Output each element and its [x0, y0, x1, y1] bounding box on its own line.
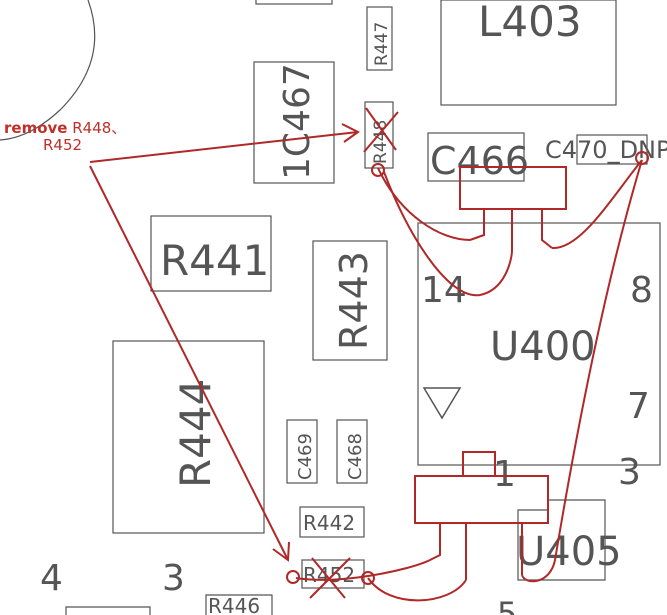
u400-pin1: 1 — [493, 454, 516, 495]
bottom-transistor-tab — [462, 451, 496, 477]
r443-label: R443 — [332, 251, 376, 350]
c470-box — [576, 134, 648, 165]
solder-point-r452-left — [286, 570, 300, 584]
r444-box — [112, 340, 265, 534]
top-partial-box — [255, 0, 333, 5]
pin1-triangle-icon — [422, 387, 462, 420]
wire-r448-to-mid-lead — [383, 171, 513, 297]
solder-point-c470 — [635, 151, 649, 165]
u400-pin3: 3 — [618, 452, 641, 493]
r447-box — [366, 6, 393, 71]
bottom-pin5: 5 — [497, 595, 517, 615]
r447-label: R447 — [372, 22, 392, 66]
r443-box — [312, 240, 388, 361]
remove-mark-r448-a — [365, 107, 397, 151]
annotation-line1-rest: R448、 — [67, 119, 126, 137]
r442-label: R442 — [303, 511, 355, 535]
rework-markup — [89, 107, 649, 602]
r452-label: R452 — [303, 563, 355, 587]
r444-label: R444 — [171, 379, 220, 488]
annotation-line1: remove R448、 — [4, 119, 126, 137]
c469-box — [286, 419, 318, 484]
remove-mark-r452-b — [309, 557, 351, 599]
arrow-head-r452 — [272, 541, 290, 562]
wire-c470-to-right-lead — [551, 159, 643, 250]
bottom-pin3: 3 — [162, 558, 185, 599]
remove-mark-r452-a — [311, 557, 346, 599]
c469-label: C469 — [295, 433, 316, 480]
arrow-head-r448 — [341, 123, 360, 143]
solder-point-r452-right — [361, 571, 375, 585]
remove-mark-r448-b — [363, 111, 399, 153]
annotation-line2: R452 — [43, 136, 82, 154]
top-transistor-lead-left — [469, 209, 485, 241]
top-transistor-lead-right — [541, 209, 553, 249]
solder-point-r448 — [371, 163, 385, 177]
r441-label: R441 — [160, 236, 269, 285]
u400-label: U400 — [490, 324, 596, 370]
r446-label: R446 — [208, 594, 260, 615]
bottom-pin4: 4 — [40, 558, 63, 599]
arrow-to-r448 — [89, 131, 359, 163]
wire-r452-to-mid-lead — [367, 577, 467, 602]
wire-r452-to-left-lead — [295, 559, 431, 581]
u400-box — [417, 222, 661, 466]
wire-c470-to-u405 — [521, 159, 643, 583]
wire-r448-to-c466 — [377, 167, 471, 241]
bottom-left-partial-box — [65, 606, 151, 615]
r442-box — [299, 506, 365, 538]
annotation-bold: remove — [4, 119, 67, 137]
arrow-to-r452 — [89, 165, 289, 561]
l403-box — [440, 0, 617, 106]
c467-box — [253, 61, 335, 184]
c470-label: C470_DNP — [545, 136, 667, 164]
u400-pin7: 7 — [627, 386, 650, 427]
r448-label: R448 — [371, 120, 391, 164]
c466-box — [427, 132, 525, 182]
u400-pin8: 8 — [630, 270, 653, 311]
c468-box — [336, 419, 368, 484]
c467-label: 1C467 — [277, 63, 318, 180]
l403-label: L403 — [478, 0, 582, 46]
bottom-transistor-lead-left — [429, 523, 441, 561]
r446-partial-box — [205, 594, 273, 615]
c466-label: C466 — [430, 139, 529, 183]
bottom-transistor-body — [414, 475, 549, 524]
r441-box — [150, 215, 272, 292]
u405-label: U405 — [516, 529, 622, 575]
c468-label: C468 — [345, 433, 366, 480]
component-arc-outline — [0, 0, 96, 141]
